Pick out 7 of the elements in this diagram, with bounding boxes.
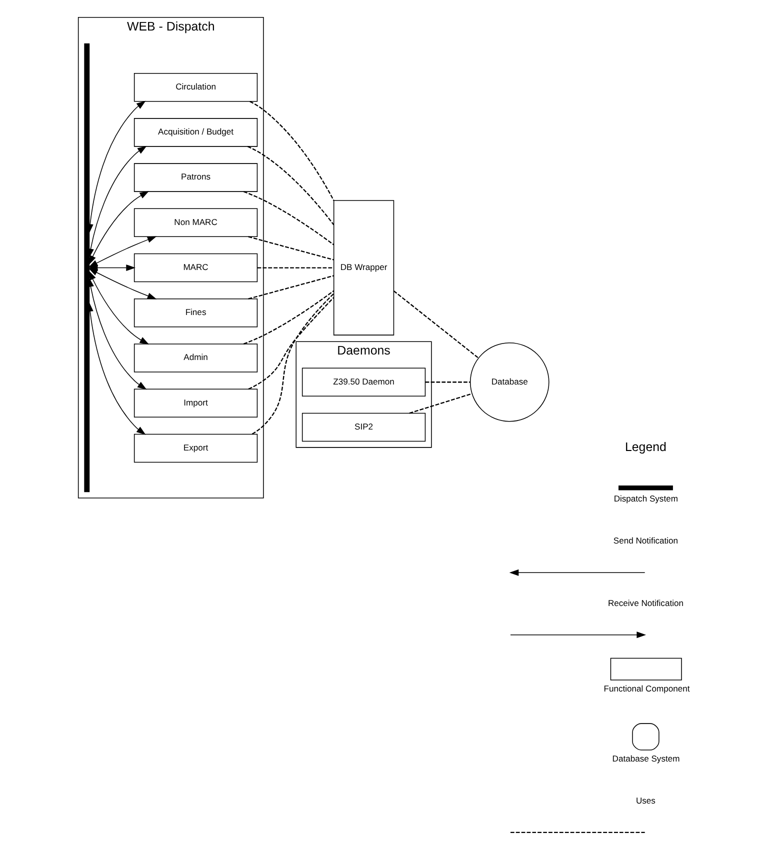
legend-label: Receive Notification	[607, 598, 683, 608]
legend-label: Dispatch System	[613, 494, 678, 504]
legend-label: Send Notification	[612, 536, 678, 546]
legend-label: Uses	[635, 796, 655, 806]
legend-label: Functional Component	[603, 684, 690, 694]
label: Legend	[624, 440, 666, 454]
legend-label: Database System	[612, 754, 680, 764]
